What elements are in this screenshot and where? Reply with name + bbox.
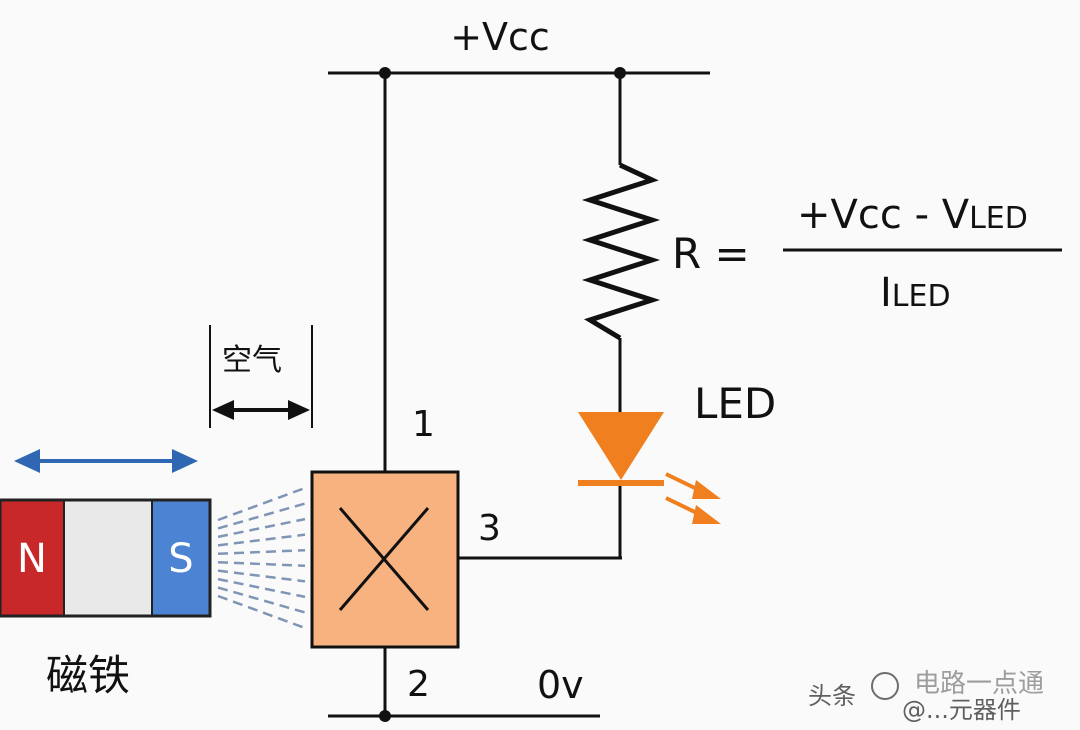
south-label: S: [168, 536, 193, 582]
field-line: [217, 548, 306, 556]
magnet-caption: 磁铁: [46, 651, 130, 700]
watermark-line1: 电路一点通: [914, 669, 1044, 699]
north-label: N: [17, 536, 47, 582]
motion-arrowhead-left: [14, 449, 40, 473]
formula-numerator: +Vcc - VLED: [797, 192, 1028, 238]
resistor-label: R =: [672, 229, 750, 278]
watermark-line2: @...元器件: [902, 696, 1021, 724]
air-gap-arrowhead-left: [212, 400, 234, 420]
field-line: [217, 502, 306, 530]
watermark-prefix: 头条: [808, 682, 856, 710]
ground-label: 0v: [537, 663, 584, 707]
field-line: [217, 577, 306, 599]
light-arrowhead-1: [692, 480, 721, 499]
light-arrowhead-2: [692, 505, 721, 524]
watermark: 头条 电路一点通 @...元器件: [808, 669, 1044, 724]
air-gap-arrowhead-right: [288, 400, 310, 420]
motion-arrowhead-right: [172, 449, 198, 473]
magnet-middle: [64, 500, 152, 616]
field-line: [217, 533, 306, 547]
magnet: N S: [0, 498, 212, 618]
magnet-north-pole: [0, 500, 64, 616]
led-light-arrows: [665, 472, 721, 524]
formula-denominator: ILED: [880, 270, 951, 316]
magnetic-field-lines: [217, 486, 306, 630]
field-line: [217, 594, 306, 630]
led-triangle: [578, 412, 664, 480]
pin2-label: 2: [407, 664, 430, 705]
sensor-cross-b: [338, 507, 430, 611]
field-line: [217, 517, 306, 539]
pin3-label: 3: [478, 508, 501, 549]
vcc-label: +Vcc: [450, 15, 550, 59]
air-gap-label: 空气: [222, 343, 282, 378]
resistor-symbol: [581, 162, 661, 341]
watermark-icon: [871, 672, 899, 700]
field-line: [217, 486, 306, 522]
field-line: [217, 586, 306, 614]
field-line: [217, 560, 306, 568]
magnet-outline: [0, 498, 212, 618]
field-line: [217, 569, 306, 583]
pin1-label: 1: [412, 404, 435, 445]
magnet-south-pole: [152, 500, 210, 616]
led-label: LED: [694, 379, 776, 428]
